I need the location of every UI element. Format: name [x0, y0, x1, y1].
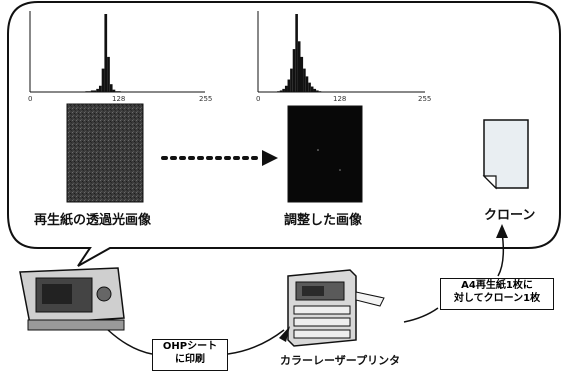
hist-left-bin-23	[93, 90, 97, 92]
hist-right-bin-21	[313, 88, 317, 92]
hist-right-bin-16	[300, 56, 304, 92]
source-image	[66, 103, 144, 203]
hist-left-bin-32	[118, 91, 121, 92]
source-image-caption: 再生紙の透過光画像	[34, 213, 152, 228]
hist-left-bin-30	[112, 89, 116, 92]
hist-left-bin-26	[101, 68, 105, 92]
a4-line-1: A4再生紙1枚に	[461, 280, 533, 291]
hist-right-bin-12	[290, 68, 293, 92]
hist-right-bin-19	[308, 82, 311, 92]
connector-printer-a4	[403, 307, 439, 323]
tick-right-255: 255	[418, 95, 432, 103]
adjusted-image	[287, 105, 363, 203]
hist-right-bin-20	[310, 86, 314, 92]
hist-right-bin-7	[277, 91, 280, 92]
hist-right-bin-14	[295, 14, 298, 92]
hist-left-bin-29	[109, 84, 113, 92]
clone-caption: クローン	[484, 208, 536, 223]
hist-right-bin-8	[279, 90, 283, 92]
hist-left-bin-21	[88, 91, 91, 92]
hist-right-bin-18	[305, 76, 309, 92]
scanner-icon	[19, 267, 125, 331]
hist-left-bin-31	[115, 91, 118, 92]
tick-right-128: 128	[333, 95, 347, 103]
histogram-left	[29, 11, 205, 93]
connector-scanner-ohp	[107, 329, 153, 355]
hist-right-bin-9	[282, 88, 285, 92]
printer-caption: カラーレーザープリンタ	[280, 354, 401, 367]
hist-left-bin-27	[104, 14, 108, 92]
hist-right-bin-17	[303, 68, 306, 92]
histogram-right	[257, 11, 425, 93]
hist-right-bin-23	[318, 91, 322, 92]
tick-left-255: 255	[199, 95, 213, 103]
hist-right-bin-22	[316, 90, 319, 92]
ohp-line-2: に印刷	[175, 354, 205, 365]
dotted-arrow	[161, 150, 278, 166]
hist-left-bin-28	[107, 56, 110, 92]
hist-left-bin-22	[90, 90, 94, 92]
tick-right-0: 0	[256, 95, 261, 103]
hist-right-bin-13	[292, 49, 296, 92]
hist-right-bin-15	[297, 41, 301, 92]
ohp-line-1: OHPシート	[162, 341, 218, 352]
hist-left-bin-25	[98, 85, 102, 92]
hist-right-bin-11	[287, 79, 291, 92]
clone-document-icon	[482, 119, 529, 190]
ohp-box: OHPシート に印刷	[152, 339, 228, 371]
adjusted-image-caption: 調整した画像	[284, 213, 363, 228]
connector-ohp-printer	[227, 329, 285, 355]
a4-line-2: 対してクローン1枚	[453, 293, 541, 304]
printer-icon	[287, 269, 385, 347]
tick-left-0: 0	[28, 95, 33, 103]
hist-left-bin-20	[85, 91, 89, 92]
hist-left-bin-24	[96, 88, 99, 92]
hist-right-bin-10	[284, 85, 288, 92]
tick-left-128: 128	[112, 95, 126, 103]
speech-bubble	[7, 0, 561, 267]
a4-box: A4再生紙1枚に 対してクローン1枚	[440, 278, 554, 310]
